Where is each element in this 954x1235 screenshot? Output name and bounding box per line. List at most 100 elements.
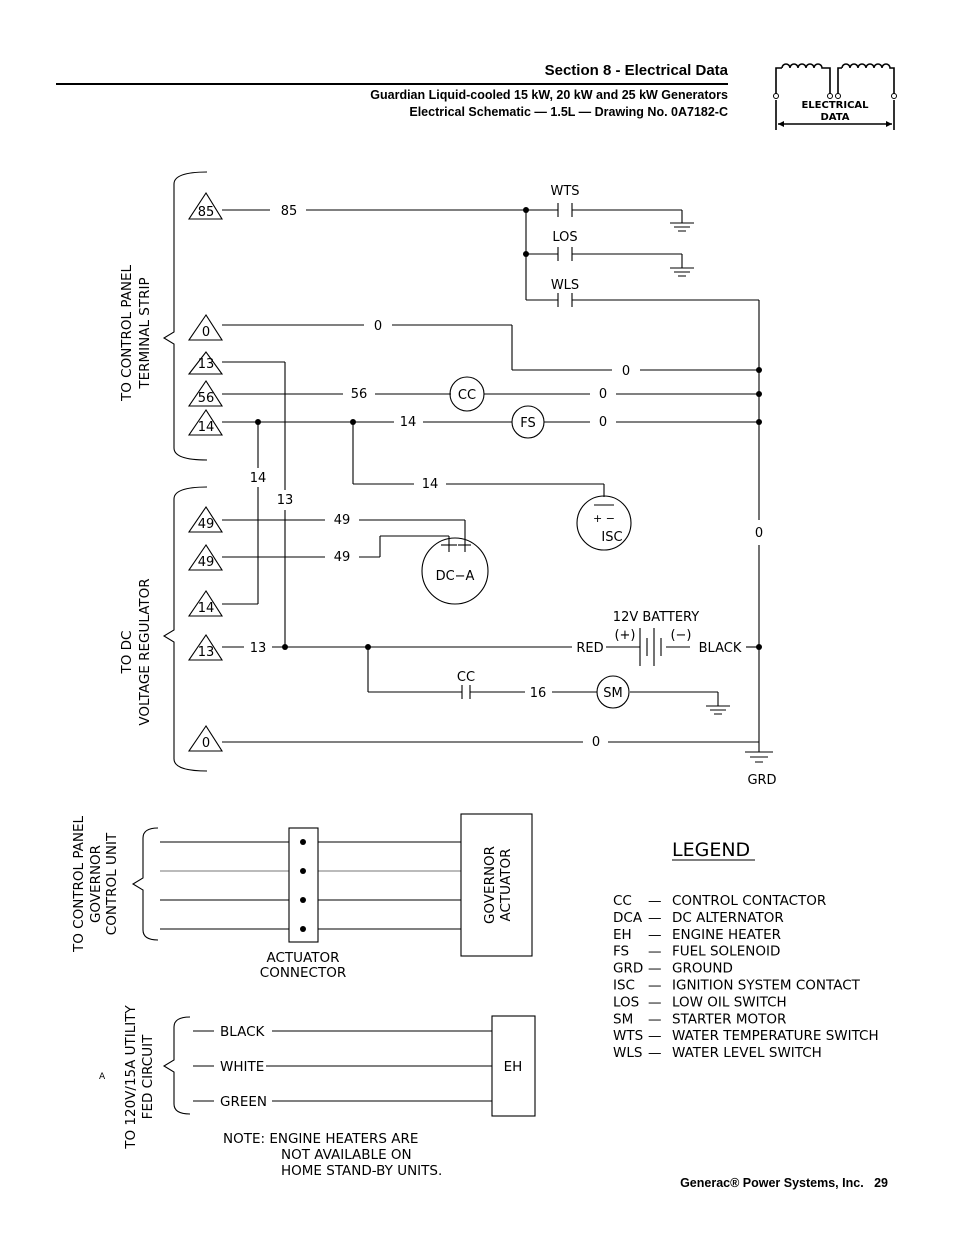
actuator-label-2: ACTUATOR bbox=[498, 849, 514, 922]
header-rule bbox=[56, 83, 728, 85]
eh-box bbox=[491, 1015, 536, 1117]
legend-dash: — bbox=[648, 910, 662, 926]
actuator-label-1: GOVERNOR bbox=[482, 846, 498, 924]
terminal-14: 14 bbox=[198, 420, 215, 435]
wire-label-13b: 13 bbox=[250, 641, 267, 656]
legend-code: LOS bbox=[613, 994, 639, 1010]
page-number: 29 bbox=[874, 1176, 888, 1190]
governor-side-label-2: GOVERNOR bbox=[88, 845, 104, 923]
electrical-data-badge: ELECTRICAL DATA bbox=[773, 63, 897, 130]
heater-wire-green: GREEN bbox=[220, 1094, 267, 1110]
isc-polarity: + − bbox=[593, 512, 615, 525]
note-line-2: NOT AVAILABLE ON bbox=[281, 1147, 412, 1163]
legend-description: FUEL SOLENOID bbox=[672, 944, 780, 960]
terminal-0b: 0 bbox=[202, 736, 210, 751]
legend-description: ENGINE HEATER bbox=[672, 927, 781, 943]
note-line-3: HOME STAND-BY UNITS. bbox=[281, 1163, 442, 1179]
battery-label: 12V BATTERY bbox=[613, 610, 699, 625]
wire-label-0e: 0 bbox=[592, 735, 600, 750]
legend-code: SM bbox=[613, 1011, 633, 1027]
terminal-labels: 85 0 13 56 14 49 49 14 13 0 bbox=[198, 205, 215, 751]
legend-code: WTS bbox=[613, 1028, 643, 1044]
dca-label: DC−A bbox=[436, 569, 475, 584]
fs-label: FS bbox=[520, 416, 536, 431]
governor-actuator-box bbox=[460, 813, 533, 957]
terminal-13b: 13 bbox=[198, 645, 215, 660]
wire-label-14c: 14 bbox=[422, 477, 439, 492]
heater-side-label-1: TO 120V/15A UTILITY bbox=[123, 1004, 139, 1149]
governor-labels: TO CONTROL PANEL GOVERNOR CONTROL UNIT A… bbox=[71, 816, 514, 981]
legend-dash: — bbox=[648, 1011, 662, 1027]
battery-red: RED bbox=[576, 641, 603, 656]
note-line-1: NOTE: ENGINE HEATERS ARE bbox=[223, 1131, 418, 1147]
wire-label-85: 85 bbox=[281, 204, 298, 219]
connector-label-1: ACTUATOR bbox=[267, 950, 340, 966]
terminal-0: 0 bbox=[202, 325, 210, 340]
wts-label: WTS bbox=[550, 184, 579, 199]
cc-cap-label: CC bbox=[457, 670, 475, 685]
legend-code: ISC bbox=[613, 978, 635, 994]
legend-dash: — bbox=[648, 944, 662, 960]
badge-line1: ELECTRICAL bbox=[801, 100, 869, 111]
legend-dash: — bbox=[648, 1045, 662, 1061]
section-title: Section 8 - Electrical Data bbox=[544, 62, 728, 79]
heater-wire-white: WHITE bbox=[220, 1059, 264, 1075]
wire-label-0d: 0 bbox=[599, 415, 607, 430]
isc-coil bbox=[576, 495, 632, 551]
connector-label-2: CONNECTOR bbox=[260, 965, 346, 981]
wire-label-56: 56 bbox=[351, 387, 368, 402]
footer-company: Generac® Power Systems, Inc. bbox=[680, 1176, 864, 1190]
dca-circle bbox=[421, 537, 489, 605]
legend-dash: — bbox=[648, 994, 662, 1010]
terminal-13: 13 bbox=[198, 357, 215, 372]
heater-section bbox=[162, 1015, 536, 1117]
drawing-number: Electrical Schematic — 1.5L — Drawing No… bbox=[409, 105, 728, 119]
terminal-strip-label-2: TERMINAL STRIP bbox=[137, 277, 153, 389]
eh-label: EH bbox=[504, 1059, 523, 1075]
wire-label-14b: 14 bbox=[250, 471, 267, 486]
battery-black: BLACK bbox=[699, 641, 742, 656]
terminal-triangles bbox=[187, 191, 224, 752]
terminal-85: 85 bbox=[198, 205, 215, 220]
wire-label-16: 16 bbox=[530, 686, 547, 701]
wire-label-0f: 0 bbox=[755, 526, 763, 541]
brace-terminal-strip bbox=[162, 171, 208, 461]
legend-description: LOW OIL SWITCH bbox=[672, 994, 787, 1010]
fs-coil bbox=[511, 405, 545, 439]
legend-code: GRD bbox=[613, 961, 643, 977]
governor-side-label-1: TO CONTROL PANEL bbox=[71, 816, 87, 954]
wire-label-0c: 0 bbox=[599, 387, 607, 402]
legend-dash: — bbox=[648, 961, 662, 977]
legend-dash: — bbox=[648, 893, 662, 909]
component-labels: WTS LOS WLS CC FS + − ISC DC−A SM CC 12V… bbox=[436, 184, 777, 788]
governor-side-label-3: CONTROL UNIT bbox=[104, 832, 120, 935]
side-labels: TO CONTROL PANEL TERMINAL STRIP TO DC VO… bbox=[119, 265, 153, 726]
terminal-49b: 49 bbox=[198, 555, 215, 570]
legend-description: CONTROL CONTACTOR bbox=[672, 893, 826, 909]
wire-label-13a: 13 bbox=[277, 493, 294, 508]
governor-section bbox=[131, 813, 533, 957]
legend-dash: — bbox=[648, 1028, 662, 1044]
sm-coil bbox=[596, 675, 630, 709]
voltage-regulator-label-2: VOLTAGE REGULATOR bbox=[137, 578, 153, 725]
heater-wire-black: BLACK bbox=[220, 1024, 266, 1040]
legend-description: WATER LEVEL SWITCH bbox=[672, 1045, 822, 1061]
wire-label-14a: 14 bbox=[400, 415, 417, 430]
wire-label-0a: 0 bbox=[374, 319, 382, 334]
footer: Generac® Power Systems, Inc. 29 bbox=[680, 1176, 888, 1190]
legend-title: LEGEND bbox=[672, 839, 750, 861]
heater-side-label-2: FED CIRCUIT bbox=[140, 1034, 156, 1119]
terminal-14b: 14 bbox=[198, 601, 215, 616]
wls-label: WLS bbox=[551, 278, 579, 293]
legend-description: STARTER MOTOR bbox=[672, 1011, 786, 1027]
cc-label: CC bbox=[458, 388, 476, 403]
terminal-56: 56 bbox=[198, 391, 215, 406]
legend-code: FS bbox=[613, 944, 629, 960]
small-a-mark: A bbox=[99, 1072, 106, 1082]
brace-voltage-regulator bbox=[162, 486, 208, 772]
connector-pins bbox=[300, 839, 306, 932]
wire-label-0b: 0 bbox=[622, 364, 630, 379]
legend-dash: — bbox=[648, 927, 662, 943]
wire-label-49a: 49 bbox=[334, 513, 351, 528]
